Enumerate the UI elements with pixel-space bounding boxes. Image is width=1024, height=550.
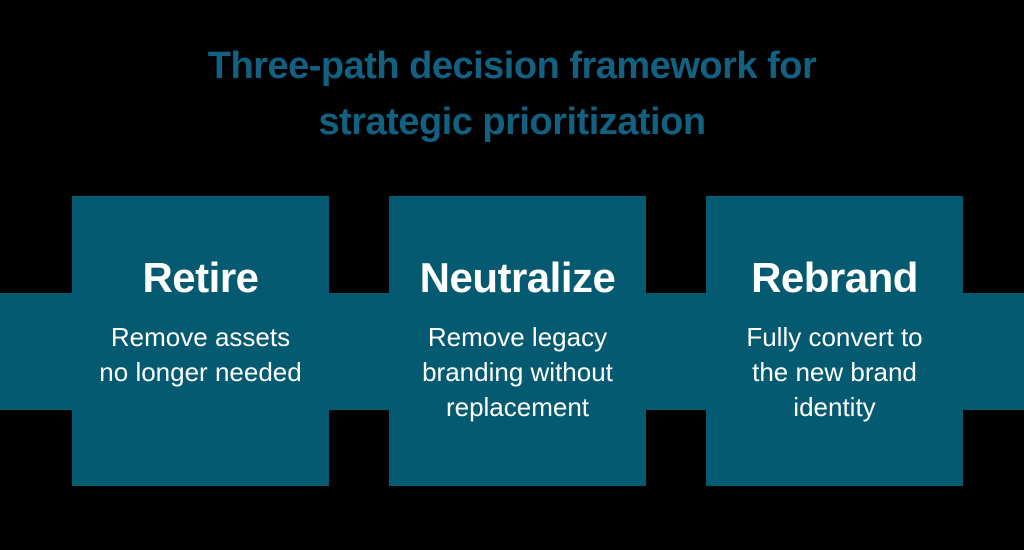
path-card-description: Remove assets no longer needed [99, 322, 302, 387]
path-card-title: Rebrand [751, 254, 918, 301]
path-card-rebrand: Rebrand Fully convert to the new brand i… [706, 196, 963, 486]
path-card-description: Remove legacy branding without replaceme… [422, 322, 613, 422]
page-title: Three-path decision framework for strate… [207, 45, 817, 143]
path-card-retire: Retire Remove assets no longer needed [72, 196, 329, 486]
path-card-neutralize: Neutralize Remove legacy branding withou… [389, 196, 646, 486]
path-card-title: Neutralize [419, 254, 616, 301]
path-card-description: Fully convert to the new brand identity [746, 322, 923, 422]
path-card-title: Retire [142, 254, 259, 301]
